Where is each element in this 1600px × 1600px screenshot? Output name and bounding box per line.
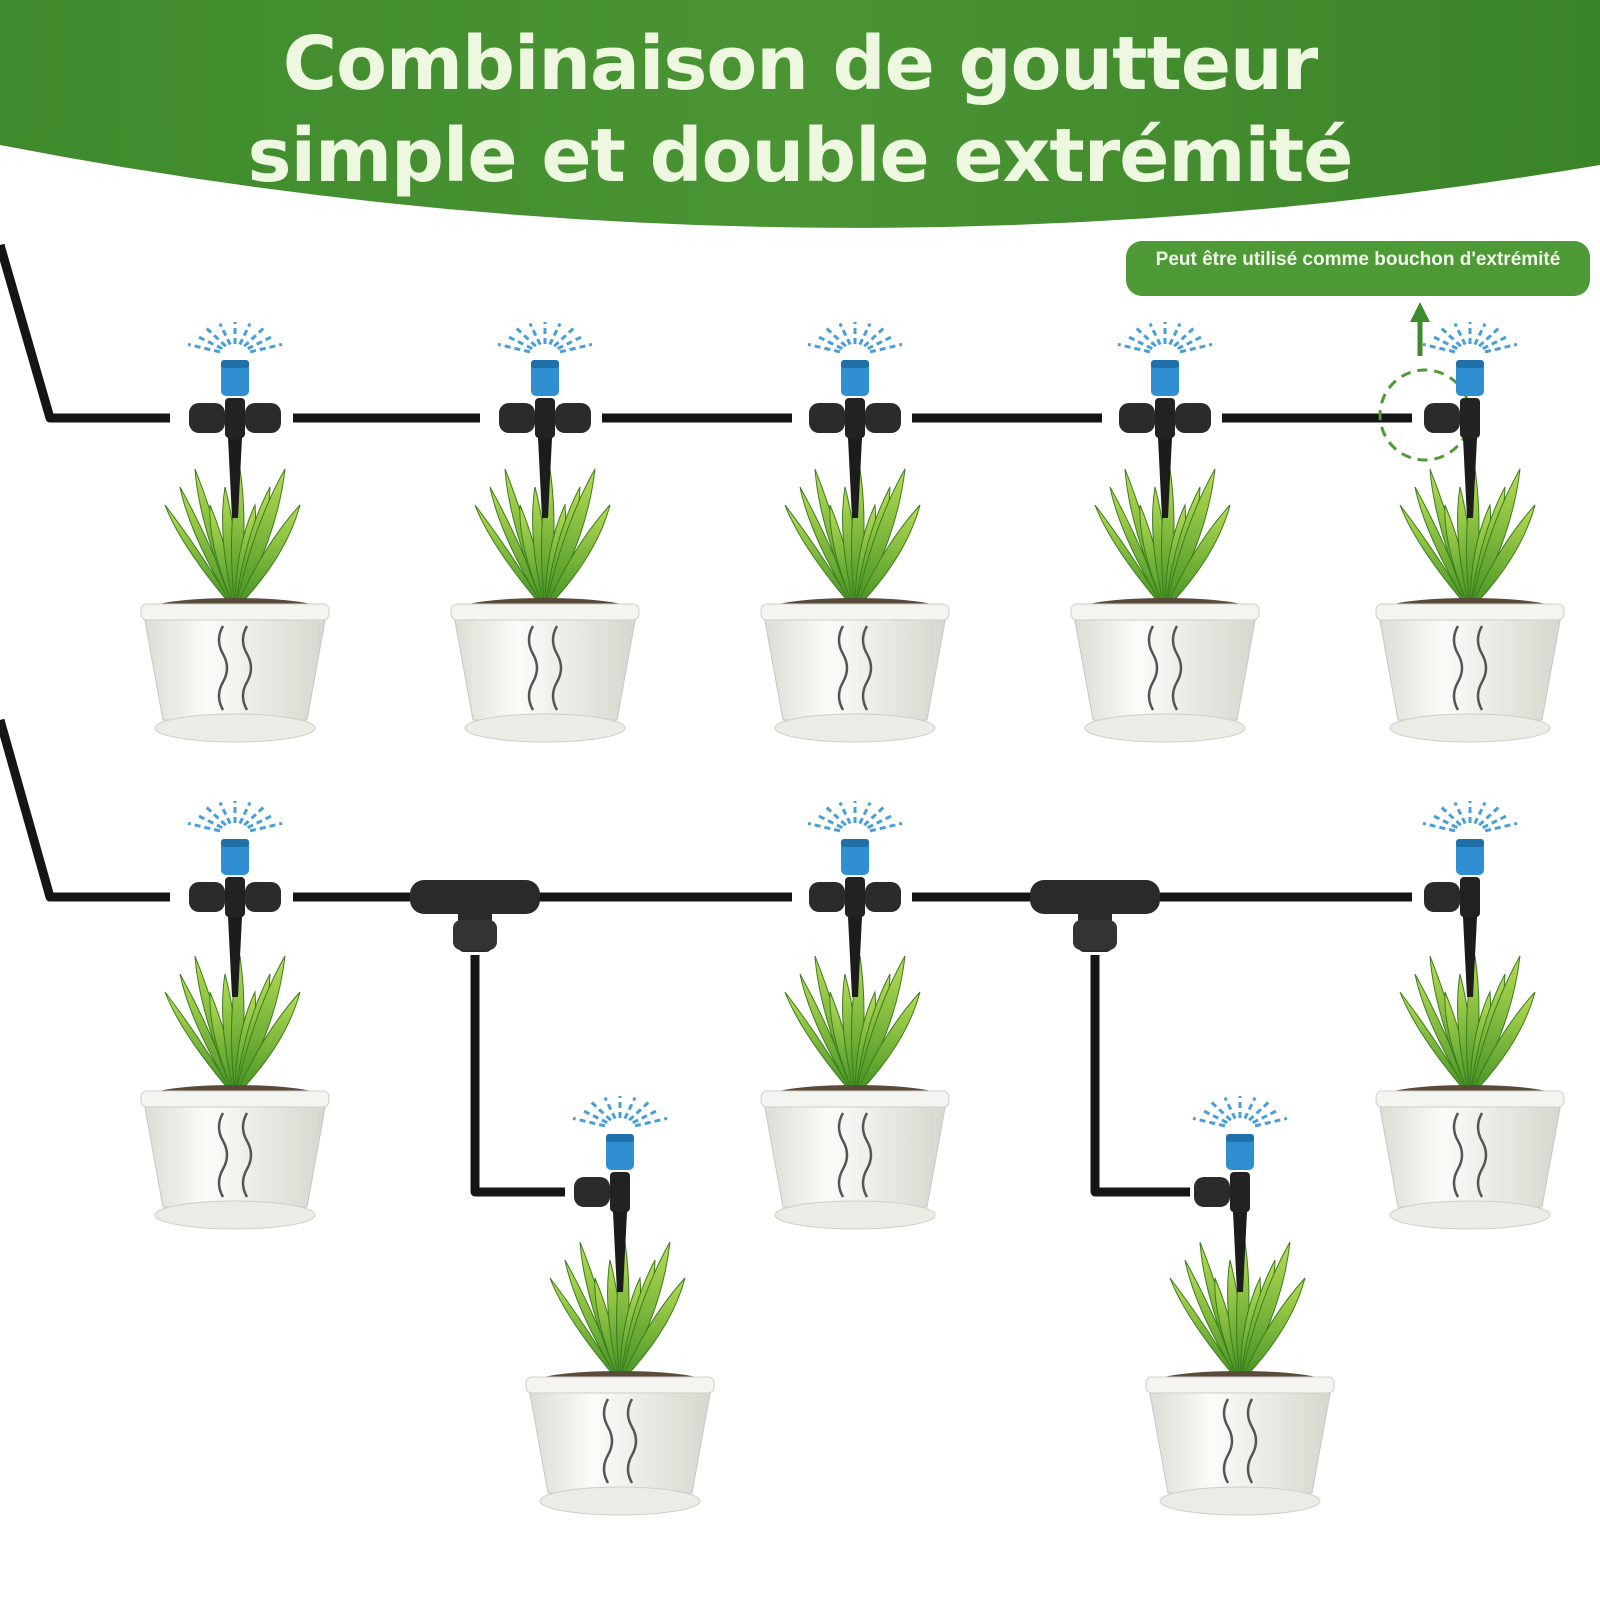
potted-plant-icon <box>525 1241 715 1516</box>
tee-connector-icon <box>1030 880 1160 952</box>
plant-unit <box>1070 322 1260 743</box>
potted-plant-icon <box>760 955 950 1230</box>
water-spray-icon <box>572 1096 668 1128</box>
plant-unit <box>1375 322 1565 743</box>
title-banner <box>0 0 1600 228</box>
potted-plant-icon <box>140 468 330 743</box>
water-spray-icon <box>807 801 903 833</box>
drip-emitter-icon <box>1119 360 1211 518</box>
plant-unit <box>1145 1096 1335 1516</box>
drip-emitter-icon <box>1194 1134 1254 1292</box>
plant-unit <box>760 801 950 1230</box>
feed-tube-bottom <box>0 718 170 902</box>
potted-plant-icon <box>1375 955 1565 1230</box>
potted-plant-icon <box>1375 468 1565 743</box>
potted-plant-icon <box>1145 1241 1335 1516</box>
page-title: Combinaison de goutteur simple et double… <box>0 18 1600 202</box>
water-spray-icon <box>497 322 593 354</box>
drip-emitter-icon <box>1424 839 1484 997</box>
drip-emitter-icon <box>1424 360 1484 518</box>
title-line-2: simple et double extrémité <box>247 113 1354 199</box>
drip-emitter-icon <box>809 360 901 518</box>
plant-unit <box>525 1096 715 1516</box>
tee-connector-icon <box>410 880 540 952</box>
water-spray-icon <box>1422 322 1518 354</box>
supply-tubes <box>0 243 1412 1197</box>
plant-unit <box>140 801 330 1230</box>
drip-emitter-icon <box>189 839 281 997</box>
feed-tube-top <box>0 243 170 423</box>
water-spray-icon <box>807 322 903 354</box>
plant-unit <box>140 322 330 743</box>
up-arrow-icon <box>1410 302 1430 356</box>
drip-emitter-icon <box>809 839 901 997</box>
plant-unit <box>760 322 950 743</box>
water-spray-icon <box>187 322 283 354</box>
potted-plant-icon <box>450 468 640 743</box>
plant-unit <box>450 322 640 743</box>
water-spray-icon <box>1192 1096 1288 1128</box>
drip-emitter-icon <box>574 1134 634 1292</box>
plant-unit <box>1375 801 1565 1230</box>
water-spray-icon <box>1117 322 1213 354</box>
drip-emitter-icon <box>189 360 281 518</box>
end-cap-callout: Peut être utilisé comme bouchon d'extrém… <box>1126 241 1590 296</box>
drip-emitter-icon <box>499 360 591 518</box>
branch-tube-right <box>1090 955 1190 1197</box>
potted-plant-icon <box>760 468 950 743</box>
title-line-1: Combinaison de goutteur <box>282 21 1318 107</box>
water-spray-icon <box>1422 801 1518 833</box>
water-spray-icon <box>187 801 283 833</box>
branch-tube-left <box>470 955 565 1197</box>
